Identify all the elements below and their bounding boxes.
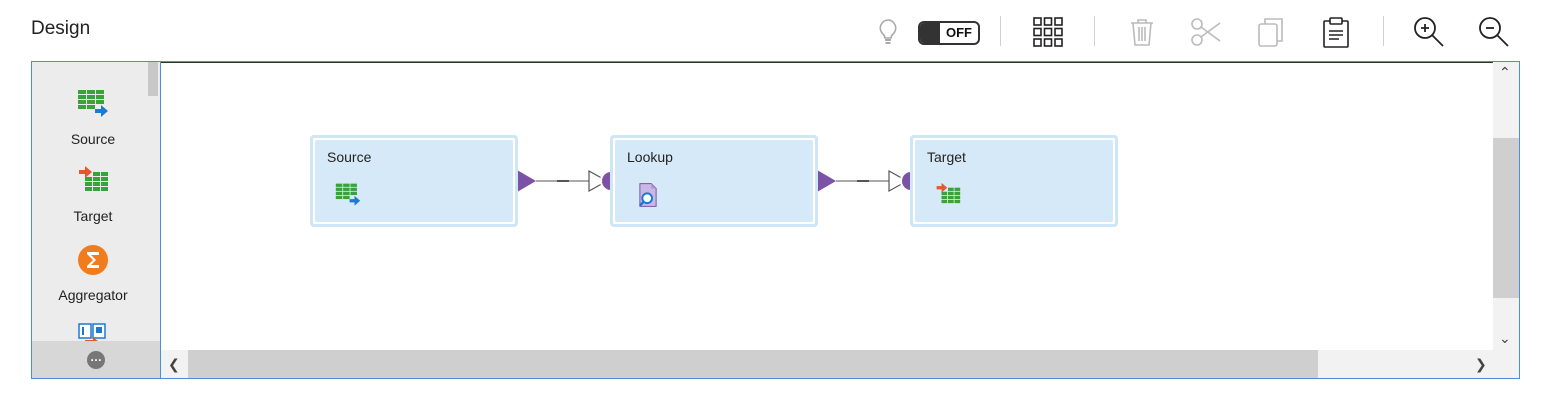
- palette-item-target[interactable]: Target: [32, 165, 154, 224]
- copy-icon[interactable]: [1253, 14, 1289, 50]
- scissors-icon[interactable]: [1188, 14, 1224, 50]
- toolbar: OFF: [0, 0, 1549, 60]
- target-icon: [936, 182, 961, 204]
- canvas-top-border: [161, 62, 1519, 63]
- node-lookup[interactable]: Lookup: [610, 135, 818, 227]
- toolbar-divider: [1000, 16, 1001, 46]
- vertical-scrollbar[interactable]: ⌃ ⌄: [1493, 62, 1519, 352]
- transformation-palette: Source Target Aggregator …: [31, 61, 160, 379]
- lightbulb-icon[interactable]: [870, 14, 906, 50]
- scroll-up-icon[interactable]: ⌃: [1499, 64, 1511, 80]
- horizontal-scroll-thumb[interactable]: [188, 350, 1318, 378]
- toggle-switch[interactable]: OFF: [918, 21, 980, 45]
- link-lookup-target[interactable]: [817, 169, 922, 193]
- toolbar-divider: [1383, 16, 1384, 46]
- lookup-icon: [639, 183, 657, 207]
- vertical-scroll-thumb[interactable]: [1493, 138, 1519, 298]
- node-title: Lookup: [627, 149, 673, 165]
- palette-item-source[interactable]: Source: [32, 88, 154, 147]
- palette-item-label: Source: [70, 131, 116, 147]
- horizontal-scrollbar[interactable]: ❮ ❯: [161, 350, 1495, 378]
- source-icon: [78, 90, 108, 117]
- source-icon: [335, 183, 361, 206]
- palette-scrollbar[interactable]: [148, 62, 158, 96]
- node-target[interactable]: Target: [910, 135, 1118, 227]
- mapping-canvas[interactable]: Source Lookup Target: [160, 61, 1520, 379]
- grid-icon[interactable]: [1030, 14, 1066, 50]
- toolbar-divider: [1094, 16, 1095, 46]
- zoom-out-icon[interactable]: [1476, 14, 1512, 50]
- palette-more-button[interactable]: …: [32, 341, 160, 378]
- node-title: Target: [927, 149, 966, 165]
- scrollbar-corner: [1493, 350, 1519, 378]
- scroll-left-icon[interactable]: ❮: [168, 356, 180, 372]
- node-source[interactable]: Source: [310, 135, 518, 227]
- palette-item-aggregator[interactable]: Aggregator: [32, 244, 154, 303]
- aggregator-icon: [78, 245, 108, 275]
- toggle-label: OFF: [946, 25, 972, 40]
- palette-item-label: Target: [73, 208, 113, 224]
- trash-icon[interactable]: [1124, 14, 1160, 50]
- zoom-in-icon[interactable]: [1411, 14, 1447, 50]
- page-title: Design: [31, 18, 91, 39]
- target-icon: [79, 166, 108, 191]
- toggle-knob: [920, 23, 940, 43]
- node-title: Source: [327, 149, 372, 165]
- palette-item-label: Aggregator: [58, 287, 128, 303]
- scroll-down-icon[interactable]: ⌄: [1499, 330, 1511, 346]
- link-source-lookup[interactable]: [517, 169, 622, 193]
- more-icon: …: [87, 350, 105, 369]
- scroll-right-icon[interactable]: ❯: [1475, 356, 1487, 372]
- clipboard-icon[interactable]: [1318, 14, 1354, 50]
